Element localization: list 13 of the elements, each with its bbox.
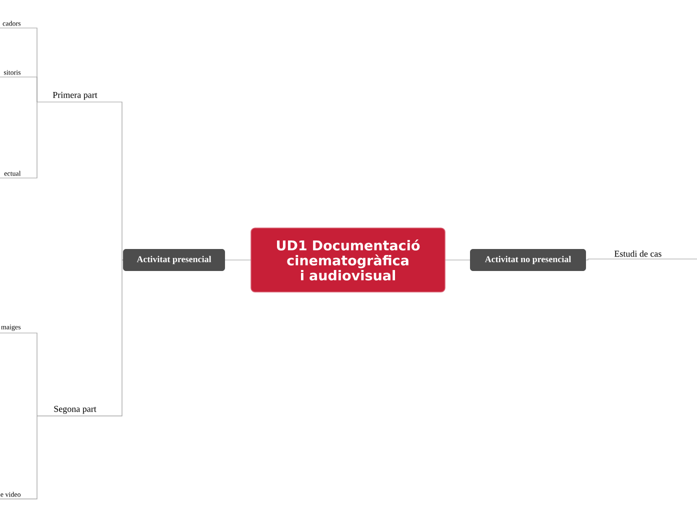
connector-line [36, 102, 38, 178]
central-topic-box: UD1 Documentació cinematogràfica i audiovisual [250, 228, 446, 292]
topic-box: Activitat no presencial [470, 249, 586, 271]
connector-line [36, 76, 38, 102]
connector-line [112, 102, 124, 260]
subtopic-label: Estudi de cas [606, 250, 697, 260]
connector-line [112, 260, 124, 416]
connector-line [586, 258, 606, 260]
subtopic-label: Segona part [36, 406, 114, 416]
connector-line [36, 416, 38, 500]
connector-line [36, 332, 38, 416]
topic-box: Activitat presencial [123, 249, 225, 271]
subtopic-label: Primera part [36, 92, 114, 102]
